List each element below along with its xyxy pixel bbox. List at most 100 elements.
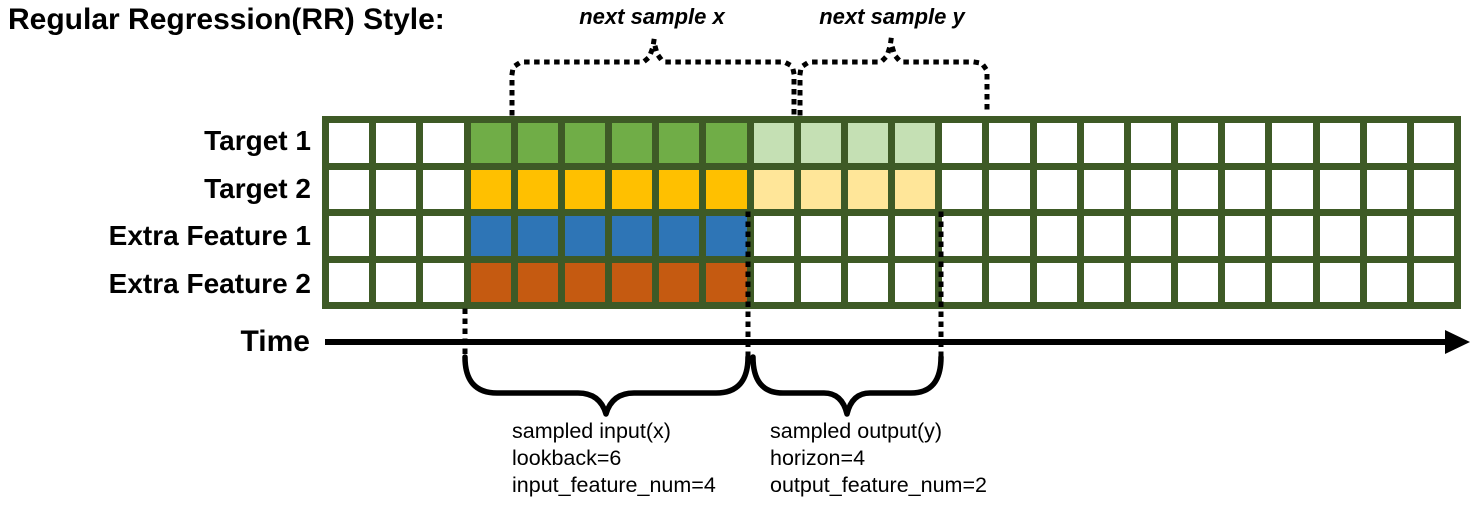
grid-cell (612, 123, 653, 163)
grid-cell (423, 169, 464, 209)
grid-cell (376, 123, 417, 163)
grid-cell (753, 123, 794, 163)
grid-cell (895, 123, 936, 163)
grid-cell (847, 169, 888, 209)
grid-cell (847, 216, 888, 256)
time-axis-label: Time (240, 325, 310, 358)
grid-cell (1178, 123, 1219, 163)
row-label-target-2: Target 2 (204, 173, 311, 204)
grid-cell (706, 169, 747, 209)
grid-cell (1272, 262, 1313, 302)
grid-cell (659, 262, 700, 302)
next-sample-x-label: next sample x (579, 4, 725, 29)
grid-cell (895, 169, 936, 209)
grid-cell (1130, 169, 1171, 209)
grid-cell (376, 216, 417, 256)
grid-cell (470, 123, 511, 163)
grid-cell (517, 169, 558, 209)
grid-cell (659, 169, 700, 209)
grid-cell (564, 262, 605, 302)
sampled-input-note: sampled input(x) lookback=6 input_featur… (512, 418, 716, 499)
grid-cell (517, 216, 558, 256)
next-sample-y-brace (797, 39, 990, 116)
grid-cell (423, 216, 464, 256)
grid-cell (1130, 216, 1171, 256)
grid-cell (564, 216, 605, 256)
grid-cell (847, 262, 888, 302)
grid-cell (1413, 262, 1454, 302)
grid-cell (423, 123, 464, 163)
grid-cell (753, 169, 794, 209)
grid-cell (1319, 169, 1360, 209)
grid-cell (989, 169, 1030, 209)
sampled-input-title: sampled input(x) (512, 419, 671, 443)
grid-cell (1225, 216, 1266, 256)
output-feature-num-value: output_feature_num=2 (770, 473, 987, 497)
grid-cell (329, 169, 370, 209)
grid-cell (800, 123, 841, 163)
grid-cell (376, 169, 417, 209)
row-label-extra-feature-1: Extra Feature 1 (108, 220, 311, 251)
grid-cell (1178, 169, 1219, 209)
grid-cell (470, 169, 511, 209)
next-sample-x-brace (509, 39, 797, 116)
grid-cell (847, 123, 888, 163)
grid-cell (470, 262, 511, 302)
input-feature-num-value: input_feature_num=4 (512, 473, 716, 497)
sampled-output-brace (750, 354, 944, 417)
sampled-input-brace (462, 354, 751, 417)
grid-cell (376, 262, 417, 302)
grid-cell (1272, 216, 1313, 256)
grid-cell (1130, 123, 1171, 163)
grid-cell (329, 123, 370, 163)
grid-cell (1366, 169, 1407, 209)
grid-cell (989, 123, 1030, 163)
grid-cell (1366, 262, 1407, 302)
horizon-value: horizon=4 (770, 446, 866, 470)
grid-cell (1225, 262, 1266, 302)
grid-cell (1083, 262, 1124, 302)
grid-cell (659, 123, 700, 163)
sample-grid (322, 116, 1461, 309)
grid-cell (1319, 123, 1360, 163)
grid-cell (1083, 169, 1124, 209)
grid-cell (989, 216, 1030, 256)
row-label-extra-feature-2: Extra Feature 2 (108, 268, 311, 299)
grid-cell (1413, 123, 1454, 163)
grid-cell (989, 262, 1030, 302)
grid-cell (800, 262, 841, 302)
time-arrow-head (1445, 330, 1470, 354)
row-label-target-1: Target 1 (204, 125, 311, 156)
grid-cell (1366, 216, 1407, 256)
sampled-output-title: sampled output(y) (770, 419, 943, 443)
grid-cell (706, 262, 747, 302)
grid-cell (800, 216, 841, 256)
grid-cell (1225, 169, 1266, 209)
grid-cell (564, 123, 605, 163)
grid-cell (1036, 262, 1077, 302)
grid-cell (1319, 262, 1360, 302)
grid-cell (612, 169, 653, 209)
grid-cell (800, 169, 841, 209)
grid-cell (942, 123, 983, 163)
grid-cell (895, 216, 936, 256)
grid-cell (517, 123, 558, 163)
grid-cell (1225, 123, 1266, 163)
grid-cell (612, 262, 653, 302)
grid-cell (753, 216, 794, 256)
grid-cell (706, 123, 747, 163)
grid-cell (1272, 123, 1313, 163)
lookback-value: lookback=6 (512, 446, 622, 470)
grid-cell (564, 169, 605, 209)
grid-cell (1130, 262, 1171, 302)
grid-cell (517, 262, 558, 302)
grid-cell (1413, 169, 1454, 209)
grid-cell (1413, 216, 1454, 256)
grid-cell (1036, 216, 1077, 256)
grid-cell (895, 262, 936, 302)
grid-cell (1036, 169, 1077, 209)
grid-cell (1178, 216, 1219, 256)
grid-cell (942, 169, 983, 209)
grid-cell (1036, 123, 1077, 163)
